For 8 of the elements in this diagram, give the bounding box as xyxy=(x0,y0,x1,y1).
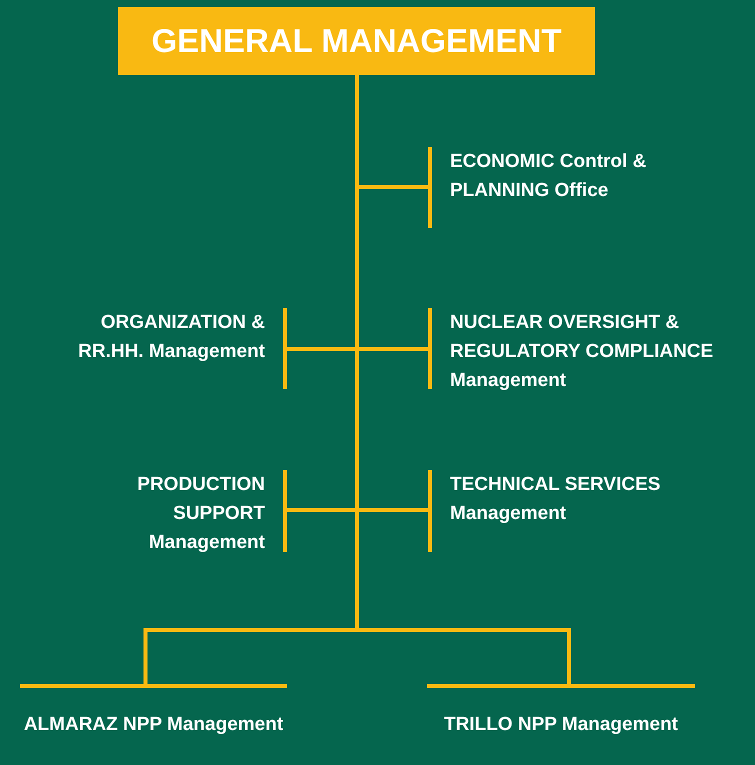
department-name: ALMARAZ NPP Management xyxy=(24,713,284,737)
department-name: TECHNICAL SERVICES Management xyxy=(450,473,662,526)
department-name: TRILLO NPP Management xyxy=(444,713,678,737)
department-name: PRODUCTION SUPPORT Management xyxy=(136,473,265,555)
department-name: NUCLEAR OVERSIGHT & REGULATORY COMPLIANCE Management xyxy=(450,311,714,393)
title-box: GENERAL MANAGEMENT xyxy=(118,7,595,75)
department-name: ECONOMIC Control & PLANNING Office xyxy=(450,150,648,203)
department-name: ORGANIZATION & RR.HH. Management xyxy=(77,311,265,364)
